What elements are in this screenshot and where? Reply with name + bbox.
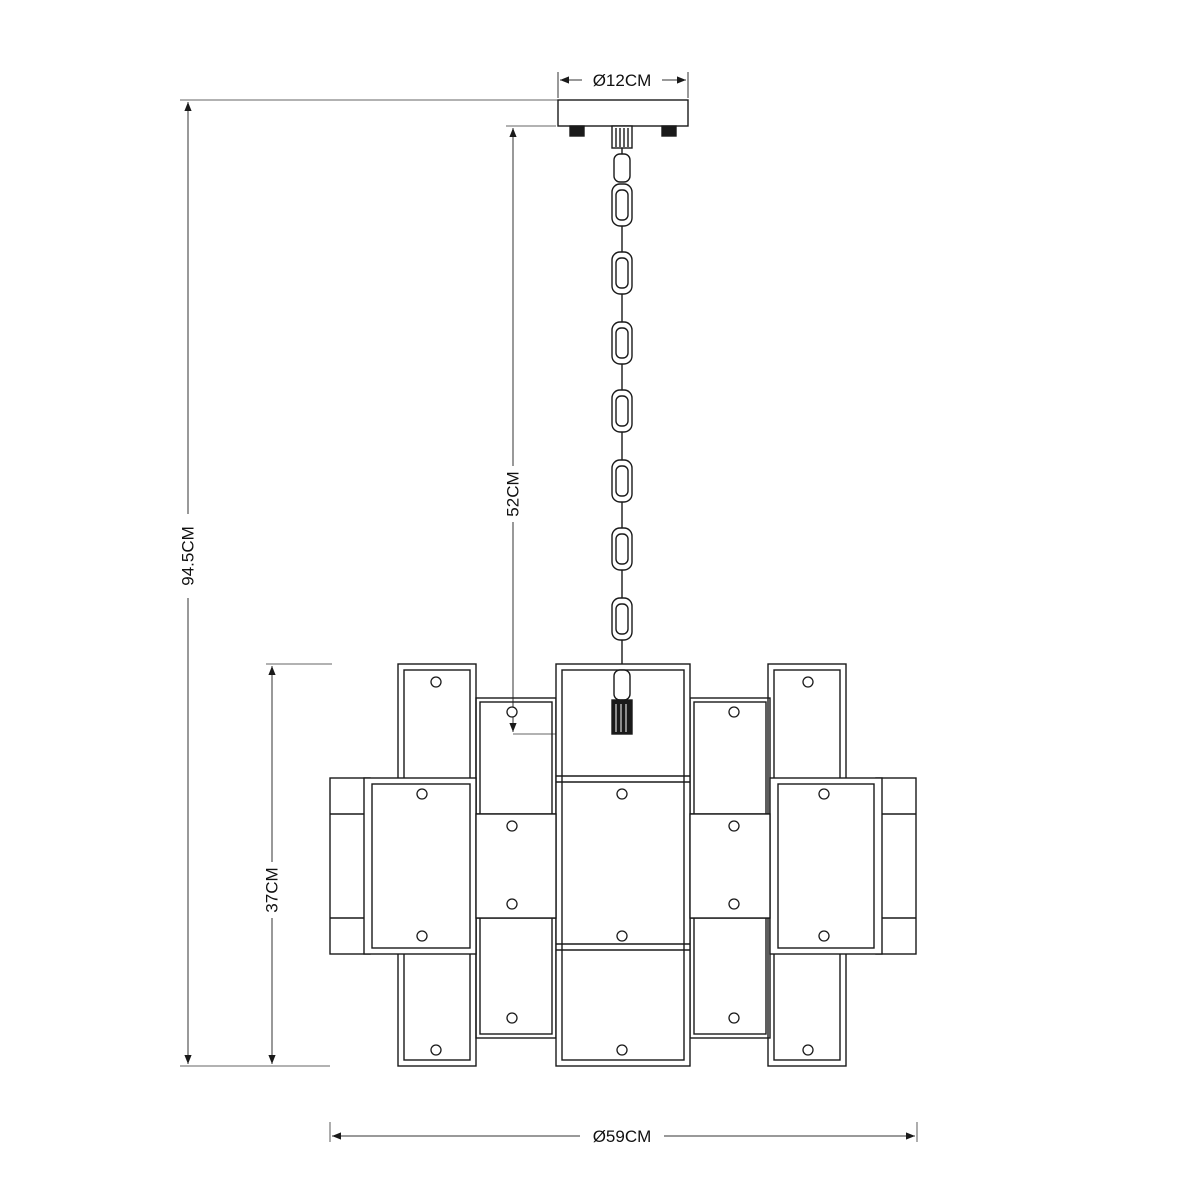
chain-length-label: 52CM bbox=[504, 471, 523, 516]
chain bbox=[611, 148, 633, 735]
body-diameter-label: Ø59CM bbox=[593, 1127, 652, 1146]
canopy-diameter-label: Ø12CM bbox=[593, 71, 652, 90]
body-hook bbox=[611, 669, 633, 735]
ceiling-canopy bbox=[557, 99, 689, 149]
body-height-label: 37CM bbox=[263, 867, 282, 912]
rivets bbox=[416, 676, 830, 1056]
dimension-lines bbox=[180, 72, 918, 1142]
total-height-label: 94.5CM bbox=[179, 526, 198, 586]
